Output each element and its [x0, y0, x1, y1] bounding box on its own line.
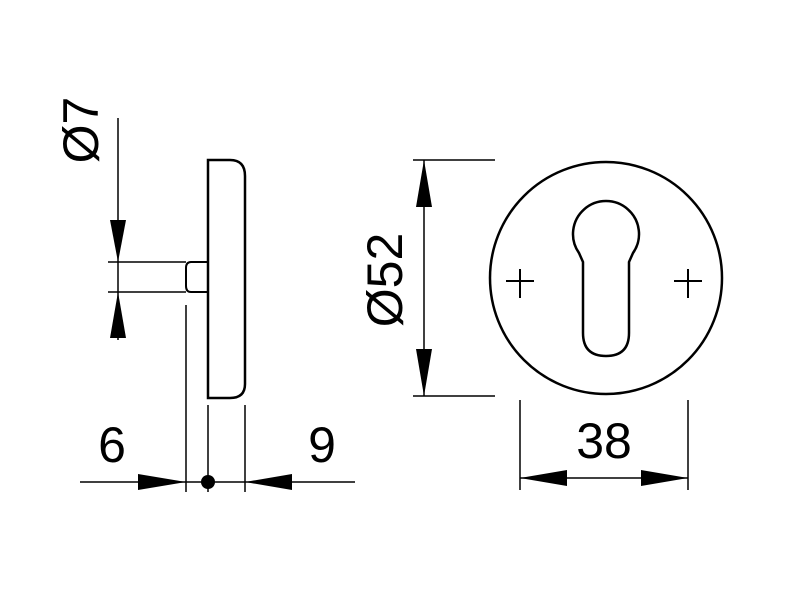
cylinder-keyhole: [571, 199, 641, 358]
arrowhead-right: [138, 474, 186, 490]
arrowhead-down: [416, 349, 432, 396]
dimension-rosette-diameter: Ø52: [357, 159, 495, 397]
rosette-side-profile: [206, 158, 247, 400]
arrowhead-left: [245, 474, 292, 490]
side-view: [108, 158, 247, 400]
arrowhead-up: [110, 292, 126, 338]
arrowhead-down: [110, 220, 126, 262]
pin-side-profile: [185, 261, 208, 293]
label-pin-diameter: Ø7: [53, 97, 109, 164]
label-rosette-thickness: 9: [308, 417, 336, 473]
arrowhead-left: [520, 470, 567, 486]
arrowhead-right: [641, 470, 688, 486]
screw-mark-right: [674, 269, 702, 298]
dimension-pin-diameter: Ø7: [53, 97, 126, 340]
dimension-bottom-side: 6 9: [80, 305, 355, 492]
arrowhead-up: [416, 160, 432, 207]
rosette-outline: [488, 160, 724, 396]
datum-dot: [201, 475, 215, 489]
label-pin-length: 6: [98, 417, 126, 473]
front-view: [488, 160, 724, 396]
label-rosette-diameter: Ø52: [357, 233, 413, 328]
dimension-hole-spacing: 38: [519, 400, 689, 490]
screw-mark-left: [506, 269, 534, 298]
label-hole-spacing: 38: [576, 413, 632, 469]
